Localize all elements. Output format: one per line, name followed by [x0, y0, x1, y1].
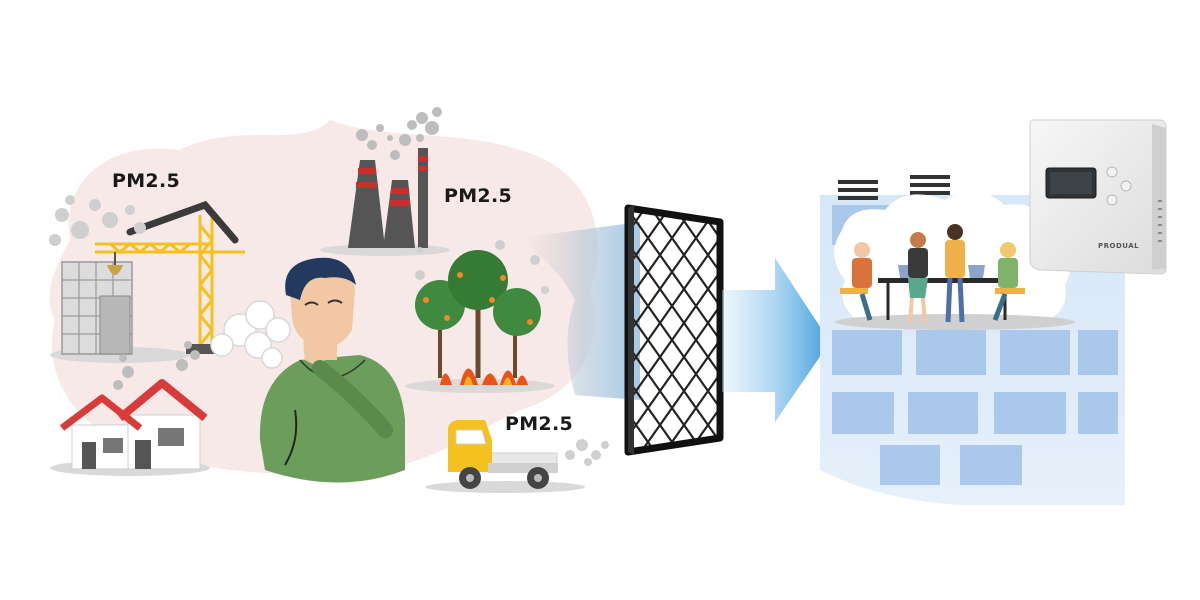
- pm25-label-truck: PM2.5: [505, 413, 573, 435]
- clean-air-arrow: [722, 258, 830, 422]
- office-building: [820, 175, 1125, 505]
- factory: [320, 107, 450, 256]
- houses: [50, 341, 210, 476]
- device-brand-logo: PRODUAL: [1098, 242, 1139, 250]
- polluted-air-stream: [520, 222, 640, 400]
- pm25-label-construction: PM2.5: [112, 170, 180, 192]
- air-quality-sensor-device: PRODUAL: [1029, 119, 1167, 275]
- construction-site: [49, 195, 245, 363]
- truck: [425, 420, 609, 493]
- coughing-person: [210, 257, 405, 483]
- forest-fire: [405, 240, 555, 393]
- meeting-people: [840, 224, 1025, 323]
- pm25-label-factory: PM2.5: [444, 185, 512, 207]
- air-filter: [624, 204, 724, 456]
